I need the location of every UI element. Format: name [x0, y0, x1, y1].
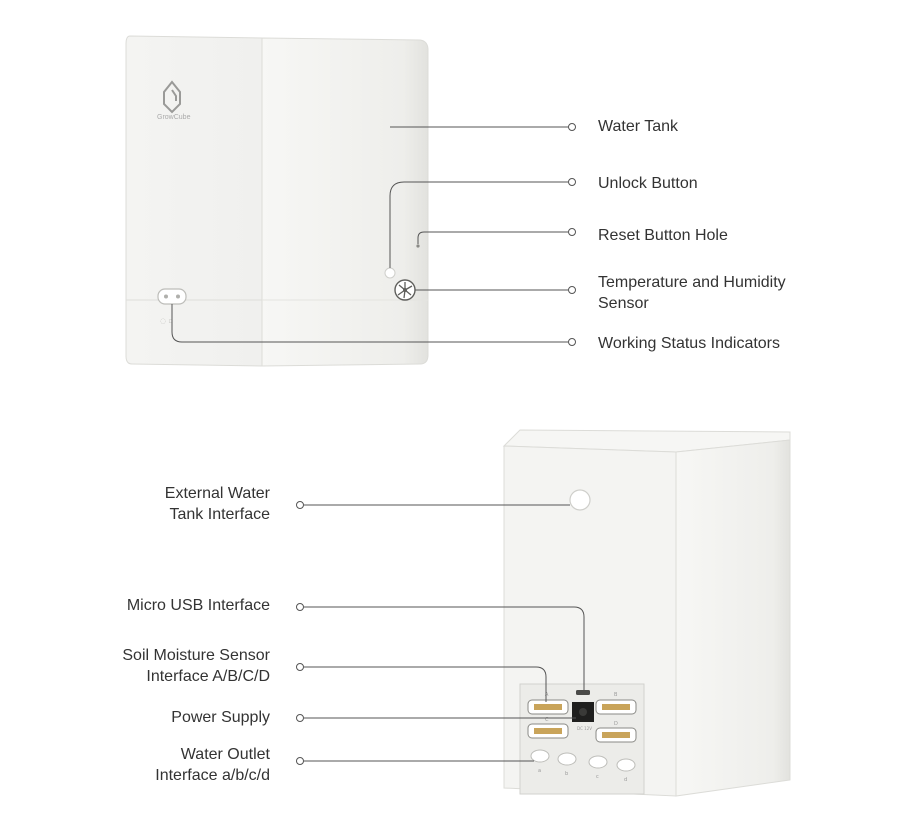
outlet-letter-a: a — [538, 768, 541, 774]
label-temperature-humidity-sensor: Temperature and Humidity Sensor — [598, 272, 786, 314]
label-power-supply: Power Supply — [171, 709, 270, 726]
label-line-1: Temperature and Humidity — [598, 274, 786, 291]
temperature-humidity-sensor-icon — [394, 279, 416, 301]
label-water-tank: Water Tank — [598, 118, 679, 135]
water-outlets — [530, 749, 636, 772]
label-reset-button-hole: Reset Button Hole — [598, 227, 728, 244]
label-line-2: Sensor — [598, 295, 649, 312]
port-letter-d: D — [614, 721, 618, 727]
label-working-status-indicators: Working Status Indicators — [598, 335, 781, 352]
growcube-logo-icon — [163, 80, 181, 114]
label-line-2: Interface a/b/c/d — [155, 767, 270, 784]
port-letter-b: B — [614, 692, 618, 698]
working-status-indicators: ◌ ▫ — [157, 288, 187, 325]
outlet-letter-b: b — [565, 771, 568, 777]
label-line-1: Water Outlet — [180, 746, 270, 763]
front-device: ◌ ▫ — [125, 35, 429, 367]
reset-button-hole — [416, 244, 420, 248]
label-line-2: Tank Interface — [169, 506, 271, 523]
port-letter-c: C — [545, 717, 549, 723]
back-device: A B C D DC 12V a b c d — [502, 429, 791, 797]
label-unlock-button: Unlock Button — [598, 175, 698, 192]
label-water-outlet-interface: Water Outlet Interface a/b/c/d — [155, 744, 270, 786]
label-micro-usb-interface: Micro USB Interface — [126, 597, 270, 614]
label-line-2: Interface A/B/C/D — [146, 668, 270, 685]
external-water-tank-port — [569, 489, 591, 511]
outlet-letter-d: d — [624, 777, 627, 783]
label-line-1: External Water — [164, 485, 270, 502]
port-letter-a: A — [545, 692, 549, 698]
svg-text:◌ ▫: ◌ ▫ — [160, 317, 173, 325]
back-leader-lines — [296, 501, 585, 765]
dc-label: DC 12V — [577, 726, 592, 731]
label-line-1: Soil Moisture Sensor — [122, 647, 270, 664]
power-supply-port — [572, 702, 594, 722]
micro-usb-port — [576, 690, 590, 695]
device-brand-label: GrowCube — [157, 114, 191, 121]
label-soil-moisture-sensor-interface: Soil Moisture Sensor Interface A/B/C/D — [122, 645, 270, 687]
soil-moisture-ports — [527, 699, 637, 743]
unlock-button — [384, 267, 396, 279]
front-leader-lines — [171, 123, 576, 346]
label-external-water-tank-interface: External Water Tank Interface — [165, 483, 270, 525]
outlet-letter-c: c — [596, 774, 599, 780]
